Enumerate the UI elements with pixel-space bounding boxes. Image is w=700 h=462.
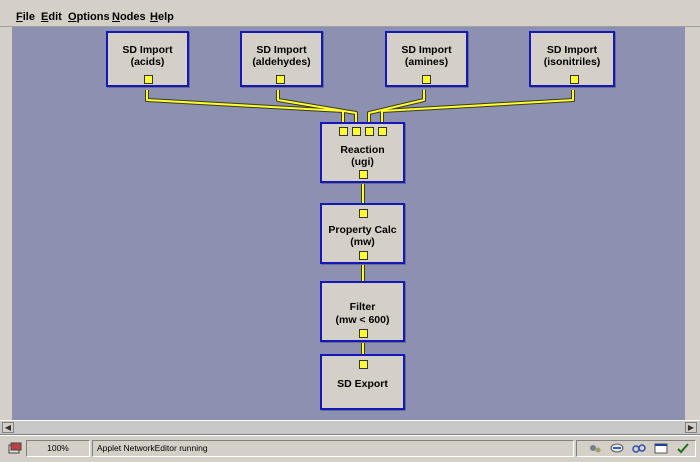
link-icon[interactable] — [632, 442, 646, 455]
connection-isonitriles-reaction — [381, 90, 574, 124]
menu-options[interactable]: Options — [68, 11, 110, 23]
node-sd-import-amines[interactable]: SD Import (amines) — [385, 31, 468, 87]
network-canvas[interactable]: SD Import (acids) SD Import (aldehydes) … — [12, 27, 685, 420]
input-port[interactable] — [352, 127, 361, 136]
tray-area — [576, 440, 696, 457]
node-subtitle: (mw) — [350, 236, 375, 248]
node-reaction-ugi[interactable]: Reaction (ugi) — [320, 122, 405, 183]
output-port[interactable] — [276, 75, 285, 84]
menu-bar: File Edit Options Nodes Help — [0, 0, 700, 27]
input-port[interactable] — [339, 127, 348, 136]
input-port[interactable] — [359, 360, 368, 369]
chat-icon[interactable] — [610, 442, 624, 455]
node-title: Reaction — [340, 144, 385, 156]
output-port[interactable] — [359, 251, 368, 260]
input-port[interactable] — [365, 127, 374, 136]
output-port[interactable] — [359, 170, 368, 179]
pen-check-icon[interactable] — [676, 442, 690, 455]
scroll-right-arrow[interactable]: ▶ — [685, 422, 697, 433]
connection-acids-reaction — [146, 90, 344, 124]
node-sd-import-acids[interactable]: SD Import (acids) — [106, 31, 189, 87]
node-property-calc-mw[interactable]: Property Calc (mw) — [320, 203, 405, 264]
connection-amines-reaction — [368, 90, 425, 124]
output-port[interactable] — [359, 329, 368, 338]
scroll-left-arrow[interactable]: ◀ — [2, 422, 14, 433]
zoom-level: 100% — [26, 440, 90, 457]
status-bar: 100% Applet NetworkEditor running — [0, 435, 700, 462]
connection-aldehydes-reaction — [277, 90, 357, 124]
menu-nodes[interactable]: Nodes — [112, 11, 146, 23]
node-subtitle: (ugi) — [351, 156, 374, 168]
node-title: Filter — [349, 301, 376, 313]
network-icon[interactable] — [588, 442, 602, 455]
node-subtitle: (acids) — [130, 56, 165, 68]
window-icon[interactable] — [654, 442, 668, 455]
node-title: SD Import — [401, 44, 452, 56]
node-subtitle: (isonitriles) — [543, 56, 601, 68]
menu-help[interactable]: Help — [150, 11, 174, 23]
node-title: SD Export — [337, 378, 388, 390]
node-sd-import-isonitriles[interactable]: SD Import (isonitriles) — [529, 31, 615, 87]
input-port[interactable] — [378, 127, 387, 136]
output-port[interactable] — [570, 75, 579, 84]
node-title: SD Import — [256, 44, 307, 56]
applet-icon — [8, 442, 22, 455]
node-title: SD Import — [122, 44, 173, 56]
node-title: Property Calc — [328, 224, 397, 236]
menu-edit[interactable]: Edit — [41, 11, 62, 23]
node-subtitle: (mw < 600) — [335, 314, 390, 326]
node-sd-import-aldehydes[interactable]: SD Import (aldehydes) — [240, 31, 323, 87]
node-title: SD Import — [546, 44, 598, 56]
node-subtitle: (aldehydes) — [252, 56, 311, 68]
output-port[interactable] — [422, 75, 431, 84]
node-filter-mw[interactable]: Filter (mw < 600) — [320, 281, 405, 342]
node-sd-export[interactable]: SD Export — [320, 354, 405, 410]
status-message: Applet NetworkEditor running — [92, 440, 574, 457]
node-subtitle: (amines) — [404, 56, 449, 68]
horizontal-scrollbar[interactable]: ◀ ▶ — [0, 420, 700, 435]
menu-file[interactable]: File — [16, 11, 35, 23]
input-port[interactable] — [359, 209, 368, 218]
output-port[interactable] — [144, 75, 153, 84]
